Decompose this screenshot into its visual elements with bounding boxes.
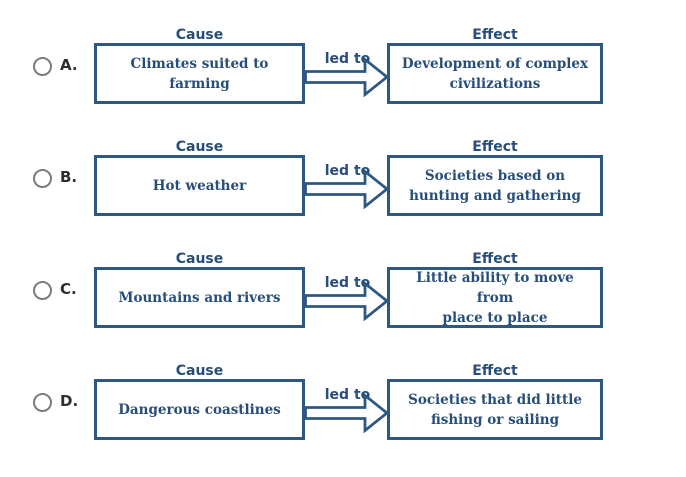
cause-header: Cause <box>175 251 224 267</box>
cause-header: Cause <box>175 27 224 43</box>
effect-header: Effect <box>472 27 518 43</box>
led-to-arrow-icon <box>304 281 389 321</box>
led-to-label: led to <box>324 387 371 403</box>
option-row-d: D. Cause Dangerous coastlines led to Eff… <box>0 363 686 447</box>
option-row-b: B. Cause Hot weather led to Effect Socie… <box>0 139 686 223</box>
led-to-label: led to <box>324 275 371 291</box>
option-letter-b: B. <box>60 168 78 186</box>
effect-header: Effect <box>472 251 518 267</box>
radio-option-d[interactable] <box>33 393 52 412</box>
effect-header: Effect <box>472 139 518 155</box>
led-to-label: led to <box>324 163 371 179</box>
option-letter-c: C. <box>60 280 77 298</box>
option-letter-d: D. <box>60 392 79 410</box>
option-letter-a: A. <box>60 56 78 74</box>
cause-box-d: Dangerous coastlines <box>94 379 305 440</box>
option-row-a: A. Cause Climates suited to farming led … <box>0 27 686 111</box>
radio-option-a[interactable] <box>33 57 52 76</box>
led-to-label: led to <box>324 51 371 67</box>
cause-box-c: Mountains and rivers <box>94 267 305 328</box>
effect-box-a: Development of complex civilizations <box>387 43 603 104</box>
led-to-arrow-icon <box>304 393 389 433</box>
cause-header: Cause <box>175 139 224 155</box>
cause-header: Cause <box>175 363 224 379</box>
cause-box-b: Hot weather <box>94 155 305 216</box>
effect-box-d: Societies that did little fishing or sai… <box>387 379 603 440</box>
led-to-arrow-icon <box>304 57 389 97</box>
option-row-c: C. Cause Mountains and rivers led to Eff… <box>0 251 686 335</box>
radio-option-c[interactable] <box>33 281 52 300</box>
led-to-arrow-icon <box>304 169 389 209</box>
effect-header: Effect <box>472 363 518 379</box>
radio-option-b[interactable] <box>33 169 52 188</box>
effect-box-b: Societies based on hunting and gathering <box>387 155 603 216</box>
effect-box-c: Little ability to move from place to pla… <box>387 267 603 328</box>
cause-box-a: Climates suited to farming <box>94 43 305 104</box>
